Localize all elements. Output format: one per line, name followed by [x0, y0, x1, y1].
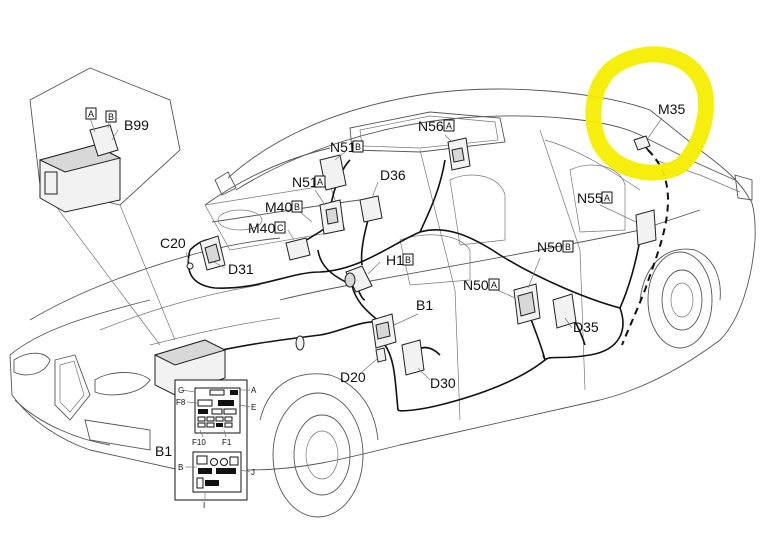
fusebox-label-j: J [251, 468, 255, 477]
label-b99: B99 [124, 117, 149, 133]
label-n51b: N51 [330, 139, 356, 155]
label-n51b-suffix: B [355, 142, 361, 152]
components [153, 135, 657, 396]
label-m40c-suffix: C [277, 223, 284, 233]
label-b1-upper: B1 [416, 297, 433, 313]
car-outline [9, 88, 756, 518]
label-b1-lower: B1 [155, 443, 172, 459]
fusebox-label-a: A [251, 386, 257, 395]
label-m40b-suffix: B [294, 202, 300, 212]
highlight-ring [585, 46, 714, 181]
label-n50b: N50 [537, 239, 563, 255]
label-n51a-suffix: A [317, 177, 323, 187]
label-d31: D31 [228, 261, 254, 277]
label-d30: D30 [430, 375, 456, 391]
label-n56: N56 [418, 118, 444, 134]
label-d20: D20 [340, 369, 366, 385]
label-n50a-suffix: A [491, 280, 497, 290]
fusebox-label-e: E [251, 403, 256, 412]
fusebox-label-g: G [178, 386, 184, 395]
label-m35: M35 [658, 101, 685, 117]
label-b99-pin-a: A [88, 109, 94, 119]
labels: M35 N56 A N51 B N51 A D36 M40 B M40 C C2… [85, 101, 685, 510]
label-m40b: M40 [265, 199, 292, 215]
label-h1-suffix: B [405, 255, 411, 265]
fusebox-label-f1: F1 [222, 438, 232, 447]
fusebox-label-i: I [203, 501, 205, 510]
label-n56-suffix: A [446, 121, 452, 131]
label-n51a: N51 [292, 174, 318, 190]
battery-inset [29, 67, 181, 346]
label-n55-suffix: A [604, 193, 610, 203]
fusebox-label-f10: F10 [192, 438, 206, 447]
fusebox-detail [174, 379, 251, 501]
fusebox-label-f8: F8 [176, 398, 186, 407]
label-d36: D36 [380, 167, 406, 183]
label-n50a: N50 [463, 277, 489, 293]
label-n55: N55 [577, 190, 603, 206]
label-c20: C20 [160, 235, 186, 251]
label-d35: D35 [573, 319, 599, 335]
fusebox-label-b: B [178, 463, 183, 472]
label-b99-pin-b: B [108, 112, 114, 122]
label-h1: H1 [386, 252, 404, 268]
label-n50b-suffix: B [565, 242, 571, 252]
label-m40c: M40 [248, 220, 275, 236]
